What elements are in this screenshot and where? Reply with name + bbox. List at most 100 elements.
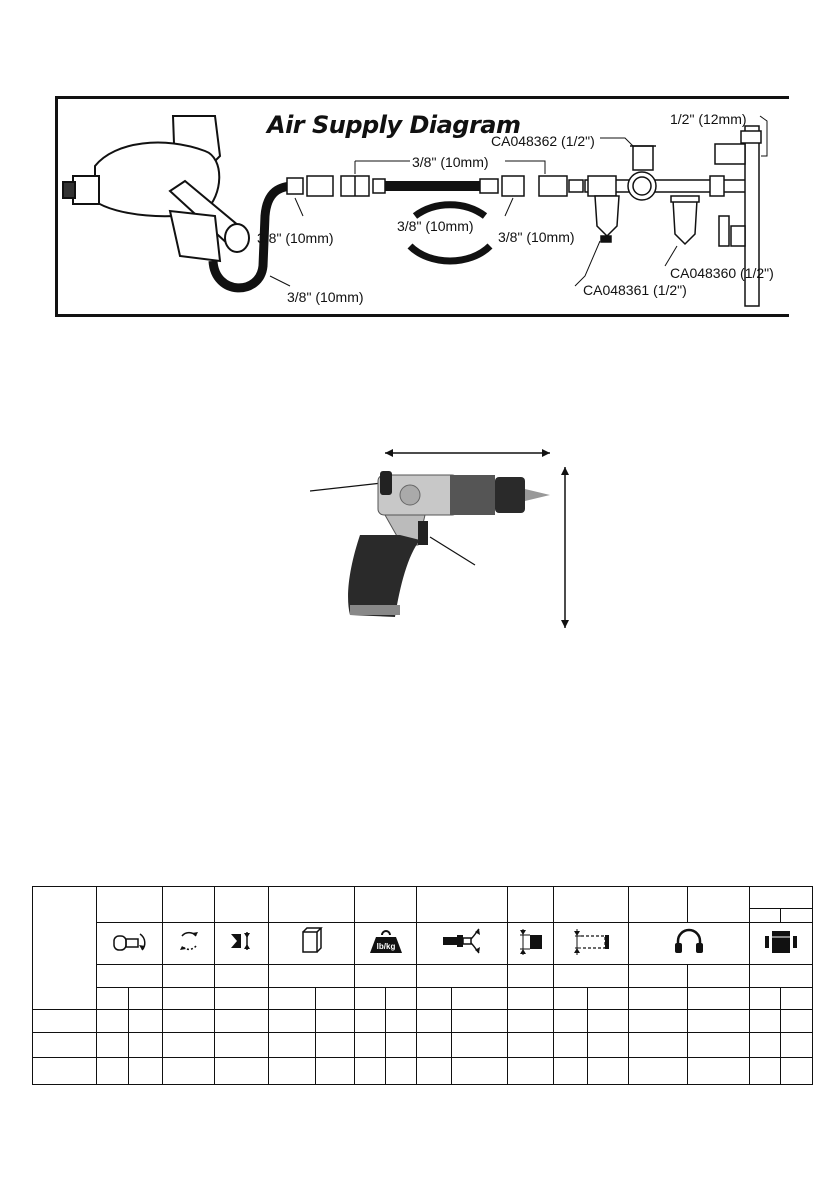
spec-cell <box>354 1057 386 1085</box>
spec-head-weight <box>354 885 417 924</box>
thread-icon <box>553 922 629 966</box>
spec-cell <box>628 1057 688 1085</box>
label-pipe: 1/2" (12mm) <box>670 111 747 127</box>
spec-cell <box>214 1009 269 1033</box>
spec-subunit-cell <box>214 986 269 1010</box>
spec-subunit-cell <box>162 986 215 1010</box>
air-inlet-icon <box>416 922 508 966</box>
spec-cell <box>162 1032 215 1058</box>
spec-head-chuck <box>96 885 163 924</box>
spec-unit-cell <box>162 964 215 988</box>
spec-cell <box>507 1032 554 1058</box>
spec-unit-cell <box>354 964 417 988</box>
spec-cell <box>214 1032 269 1058</box>
spec-cell <box>587 1057 629 1085</box>
spec-subunit-cell <box>628 986 688 1010</box>
spec-cell <box>687 1032 750 1058</box>
spec-cell <box>32 1032 97 1058</box>
spec-head-noise-1 <box>628 885 688 924</box>
drill-illustration <box>62 115 250 263</box>
spec-cell <box>315 1009 355 1033</box>
spec-model-header <box>32 886 97 1010</box>
hose-coil-top <box>412 201 488 219</box>
spec-cell <box>385 1009 417 1033</box>
spec-unit-cell <box>507 964 554 988</box>
spec-cell <box>128 1057 163 1085</box>
spec-table: lb/kg <box>32 885 813 1085</box>
table-row <box>32 1009 813 1033</box>
hearing-protection-icon <box>628 922 750 966</box>
spec-cell <box>385 1057 417 1085</box>
hose-coil-bottom <box>407 243 493 265</box>
spec-cell <box>268 1032 316 1058</box>
spec-subunit-cell <box>354 986 386 1010</box>
spec-cell <box>587 1009 629 1033</box>
spec-cell <box>451 1032 508 1058</box>
spec-cell <box>268 1009 316 1033</box>
spec-subunit-cell <box>96 986 129 1010</box>
spec-cell <box>687 1009 750 1033</box>
label-fitting-near-tool: 3/8" (10mm) <box>257 230 334 246</box>
vibration-icon <box>749 922 813 966</box>
spec-cell <box>268 1057 316 1085</box>
label-fitting-right: 3/8" (10mm) <box>498 229 575 245</box>
spec-cell <box>780 1057 813 1085</box>
spec-cell <box>416 1032 452 1058</box>
spec-head-vibration <box>749 885 813 910</box>
spec-cell <box>315 1032 355 1058</box>
spec-unit-cell <box>628 964 688 988</box>
label-hose-from-tool: 3/8" (10mm) <box>287 289 364 305</box>
label-filter: CA048360 (1/2") <box>670 265 774 281</box>
spec-head-hose <box>507 885 554 924</box>
spec-unit-cell <box>214 964 269 988</box>
spec-cell <box>553 1057 588 1085</box>
spec-subunit-cell <box>451 986 508 1010</box>
spec-head-inlet <box>416 885 508 924</box>
spec-subunit-cell <box>780 986 813 1010</box>
spec-cell <box>416 1057 452 1085</box>
spec-cell <box>749 1032 781 1058</box>
spec-unit-cell <box>749 964 813 988</box>
hose-size-icon <box>507 922 554 966</box>
spec-cell <box>749 1009 781 1033</box>
spec-cell <box>553 1032 588 1058</box>
spec-head-vib-b <box>780 908 813 924</box>
spec-subunit-cell <box>416 986 452 1010</box>
spec-cell <box>687 1057 750 1085</box>
air-supply-diagram-frame <box>55 96 789 317</box>
spec-unit-cell <box>553 964 629 988</box>
spec-subunit-cell <box>315 986 355 1010</box>
spec-cell <box>416 1009 452 1033</box>
spec-subunit-cell <box>687 986 750 1010</box>
spec-cell <box>628 1032 688 1058</box>
spec-unit-cell <box>687 964 750 988</box>
chuck-icon <box>96 922 163 966</box>
table-row <box>32 1057 813 1085</box>
spec-head-dimensions <box>268 885 355 924</box>
spec-cell <box>628 1009 688 1033</box>
spec-head-vib-a <box>749 908 781 924</box>
spec-unit-cell <box>96 964 163 988</box>
spec-subunit-cell <box>587 986 629 1010</box>
spec-subunit-cell <box>749 986 781 1010</box>
spec-subunit-cell <box>268 986 316 1010</box>
spec-cell <box>315 1057 355 1085</box>
spec-cell <box>162 1009 215 1033</box>
hose-middle <box>385 181 480 191</box>
spec-cell <box>749 1057 781 1085</box>
label-lubricator: CA048361 (1/2") <box>583 282 687 298</box>
svg-text:lb/kg: lb/kg <box>376 942 395 951</box>
spec-cell <box>507 1009 554 1033</box>
spec-head-air <box>214 885 269 924</box>
spec-cell <box>780 1009 813 1033</box>
spec-cell <box>214 1057 269 1085</box>
frl-unit <box>584 125 762 307</box>
spec-subunit-cell <box>507 986 554 1010</box>
leader-lines <box>269 115 768 287</box>
spec-cell <box>96 1032 129 1058</box>
hose-from-tool <box>208 181 296 293</box>
spec-head-rotation <box>162 885 215 924</box>
spec-cell <box>354 1032 386 1058</box>
table-row <box>32 1032 813 1058</box>
spec-unit-cell <box>416 964 508 988</box>
